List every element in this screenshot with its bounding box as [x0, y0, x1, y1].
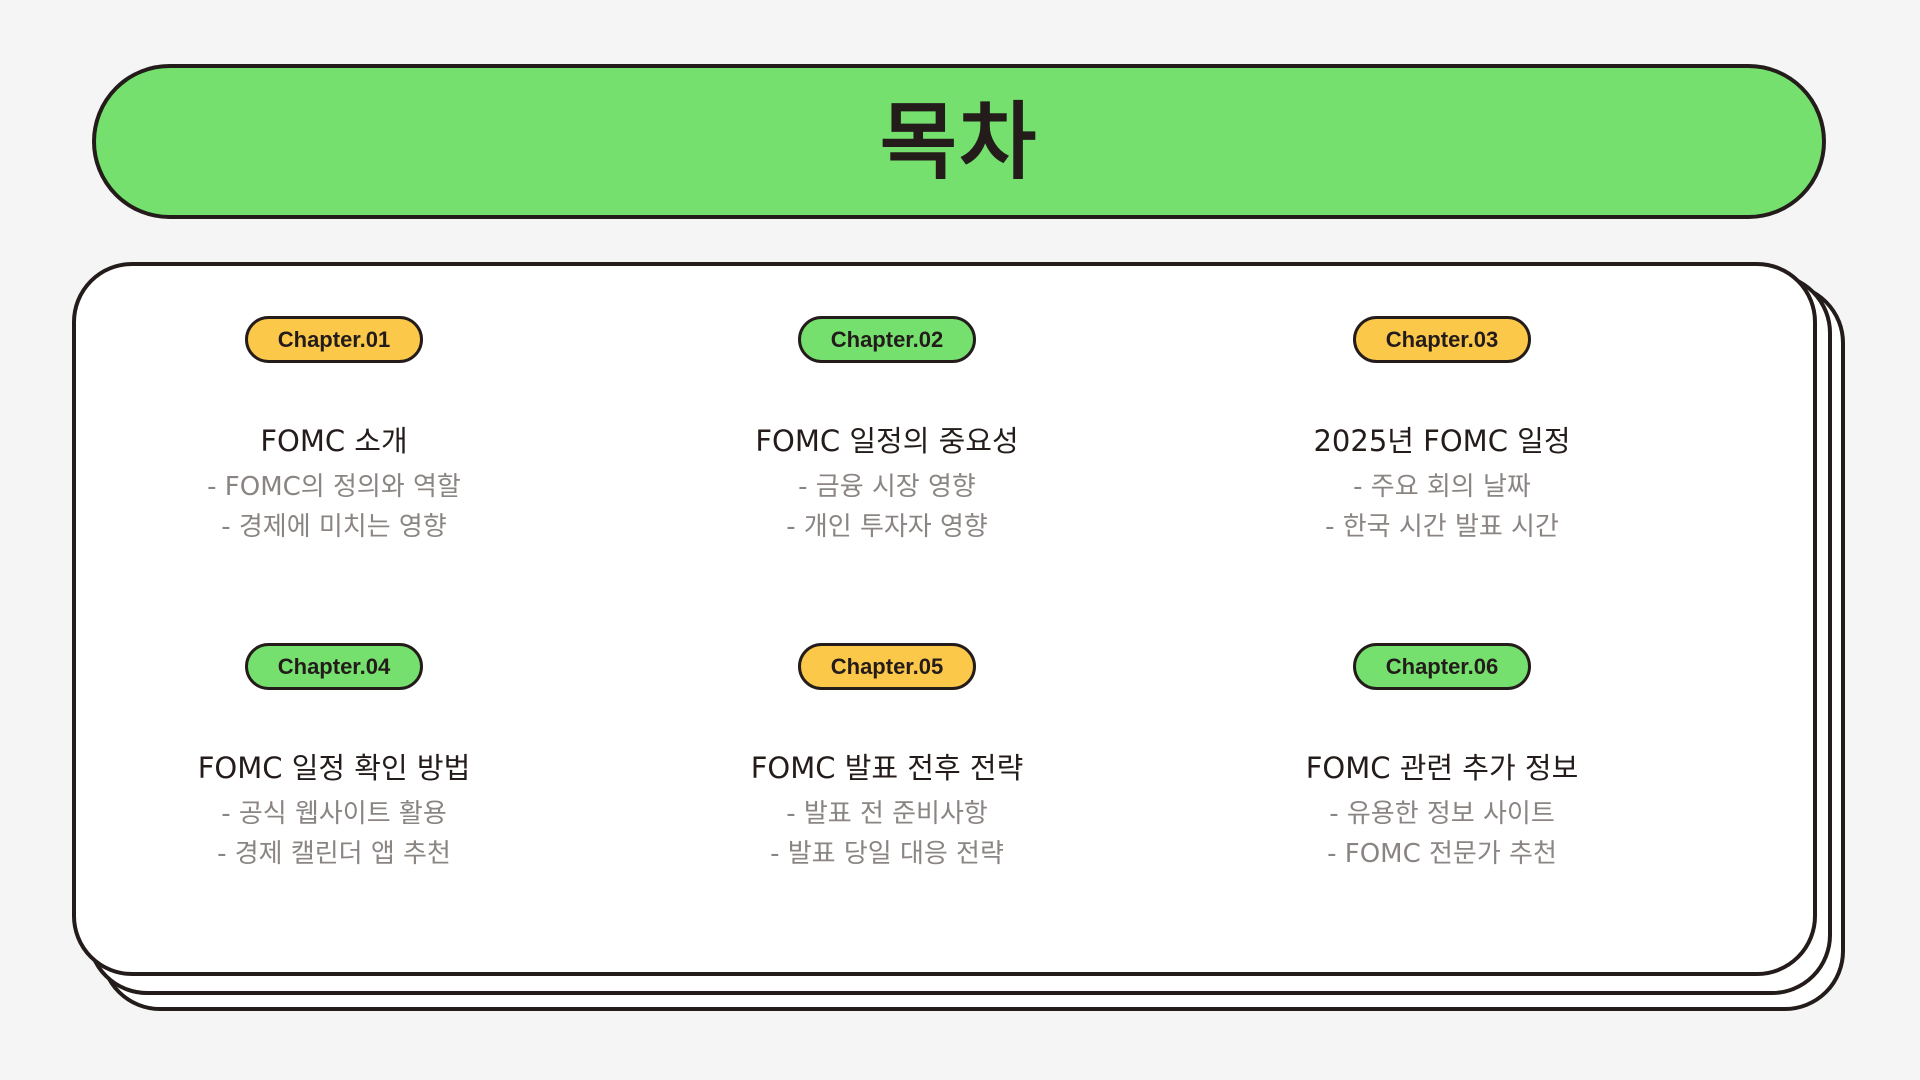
- chapter-badge: Chapter.02: [798, 316, 976, 363]
- chapter-grid: Chapter.01 FOMC 소개 - FOMC의 정의와 역할 - 경제에 …: [76, 266, 1813, 972]
- chapter-04[interactable]: Chapter.04 FOMC 일정 확인 방법 - 공식 웹사이트 활용 - …: [74, 643, 594, 869]
- table-of-contents-card: Chapter.01 FOMC 소개 - FOMC의 정의와 역할 - 경제에 …: [72, 262, 1817, 976]
- chapter-06[interactable]: Chapter.06 FOMC 관련 추가 정보 - 유용한 정보 사이트 - …: [1182, 643, 1702, 869]
- chapter-subitems: - FOMC의 정의와 역할 - 경제에 미치는 영향: [207, 472, 461, 542]
- chapter-02[interactable]: Chapter.02 FOMC 일정의 중요성 - 금융 시장 영향 - 개인 …: [627, 316, 1147, 542]
- chapter-badge: Chapter.01: [245, 316, 423, 363]
- title-banner: 목차: [92, 64, 1826, 219]
- chapter-subitem: - 발표 당일 대응 전략: [770, 839, 1004, 869]
- chapter-subitem: - FOMC 전문가 추천: [1327, 839, 1557, 869]
- chapter-subitem: - 유용한 정보 사이트: [1329, 799, 1555, 829]
- chapter-title: FOMC 관련 추가 정보: [1305, 751, 1579, 785]
- page-title: 목차: [879, 92, 1039, 191]
- chapter-subitems: - 발표 전 준비사항 - 발표 당일 대응 전략: [770, 799, 1004, 869]
- chapter-subitems: - 유용한 정보 사이트 - FOMC 전문가 추천: [1327, 799, 1557, 869]
- chapter-subitem: - 개인 투자자 영향: [786, 512, 988, 542]
- chapter-05[interactable]: Chapter.05 FOMC 발표 전후 전략 - 발표 전 준비사항 - 발…: [627, 643, 1147, 869]
- chapter-subitems: - 공식 웹사이트 활용 - 경제 캘린더 앱 추천: [217, 799, 451, 869]
- chapter-subitem: - 발표 전 준비사항: [786, 799, 988, 829]
- chapter-subitem: - 주요 회의 날짜: [1353, 472, 1531, 502]
- chapter-03[interactable]: Chapter.03 2025년 FOMC 일정 - 주요 회의 날짜 - 한국…: [1182, 316, 1702, 542]
- chapter-subitem: - 경제에 미치는 영향: [221, 512, 447, 542]
- chapter-title: FOMC 소개: [260, 424, 408, 458]
- chapter-badge: Chapter.05: [798, 643, 976, 690]
- chapter-badge: Chapter.03: [1353, 316, 1531, 363]
- chapter-subitem: - 한국 시간 발표 시간: [1325, 512, 1559, 542]
- chapter-title: 2025년 FOMC 일정: [1313, 424, 1571, 458]
- chapter-badge: Chapter.04: [245, 643, 423, 690]
- chapter-title: FOMC 발표 전후 전략: [750, 751, 1024, 785]
- chapter-subitems: - 금융 시장 영향 - 개인 투자자 영향: [786, 472, 988, 542]
- chapter-subitem: - 금융 시장 영향: [798, 472, 976, 502]
- chapter-subitem: - FOMC의 정의와 역할: [207, 472, 461, 502]
- chapter-subitem: - 공식 웹사이트 활용: [221, 799, 447, 829]
- chapter-subitem: - 경제 캘린더 앱 추천: [217, 839, 451, 869]
- chapter-badge: Chapter.06: [1353, 643, 1531, 690]
- chapter-title: FOMC 일정의 중요성: [755, 424, 1019, 458]
- chapter-01[interactable]: Chapter.01 FOMC 소개 - FOMC의 정의와 역할 - 경제에 …: [74, 316, 594, 542]
- chapter-title: FOMC 일정 확인 방법: [197, 751, 471, 785]
- chapter-subitems: - 주요 회의 날짜 - 한국 시간 발표 시간: [1325, 472, 1559, 542]
